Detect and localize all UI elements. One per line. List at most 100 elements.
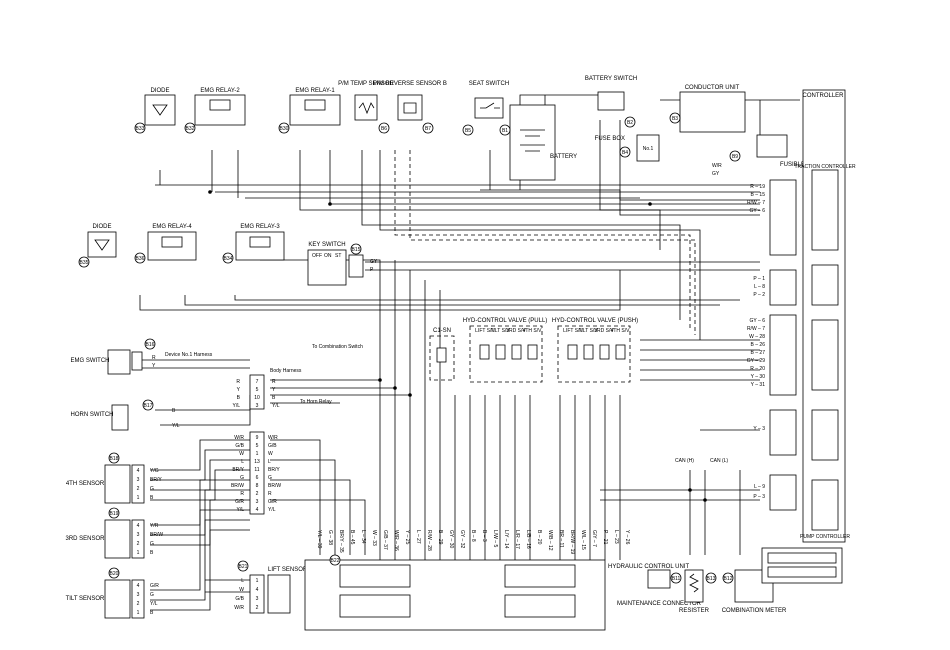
hcu-t-28: Y – 26 (624, 530, 630, 545)
sb-0-p: 9 (256, 435, 259, 441)
s4-pin-0: 4 (137, 468, 140, 474)
sensor-tilt-label: TILT SENSOR (66, 596, 105, 602)
controller-label: CONTROLLER (802, 93, 844, 99)
hcu-t-10: R/W – 28 (426, 530, 432, 551)
fuse-box: FUSE BOX No.1 B4 (595, 134, 660, 162)
sb-2-l: W (239, 451, 244, 457)
pm-reverse-sensor-connector: B7 (425, 126, 431, 132)
hcu-t-15: B – 3 (481, 530, 487, 542)
key-switch: KEY SWITCH OFF ON ST B15 GY P (307, 242, 378, 286)
hcu-t-7: W/R – 36 (393, 530, 399, 551)
emg-relay-3-connector: B34 (224, 256, 233, 262)
key-pos-on: ON (324, 253, 332, 259)
emg-relay-4-connector: B36 (136, 256, 145, 262)
bh-0-left: R (236, 379, 240, 385)
ct-pump-3: B – 26 (751, 342, 766, 348)
sb-3-l: L (241, 459, 244, 465)
emg-wire-r: R (152, 355, 156, 361)
emg-relay-3: EMG RELAY-3 B34 (222, 224, 285, 264)
sb-1-r: G/B (268, 443, 277, 449)
s4-pin-3: 1 (137, 495, 140, 501)
sl-pin-3: 2 (256, 605, 259, 611)
ct-can-1: P – 3 (753, 494, 765, 500)
bh-3-pin: 3 (256, 403, 259, 409)
sb-9-r: Y/L (268, 507, 276, 513)
pm-reverse-sensor: P/M REVERSE SENSOR B B7 (373, 81, 447, 134)
battery-connector: B1 (502, 128, 508, 134)
bh-3-left: Y/L (232, 403, 240, 409)
fuse-box-label: FUSE BOX (595, 136, 625, 142)
hcu-t-17: L/Y – 14 (503, 530, 509, 549)
sl-pin-1: 4 (256, 587, 259, 593)
meter-connector-block (761, 547, 843, 584)
wire-network (139, 94, 800, 611)
ct-pump-8: Y – 31 (751, 382, 766, 388)
emg-relay-4: EMG RELAY-4 B36 (134, 224, 197, 264)
sl-wire-3: W/R (234, 605, 244, 611)
sb-6-r: BR/W (268, 483, 281, 489)
s4-wire-3: B (150, 495, 154, 501)
ct-pump-1: R/W – 7 (747, 326, 765, 332)
conductor-unit: CONDUCTOR UNIT B3 (669, 85, 746, 133)
fusible-wire-1: W/R (712, 163, 722, 169)
hcu-t-4: L – 34 (360, 530, 366, 544)
hcu-t-5: W – 33 (371, 530, 377, 546)
hcu-t-27: L – 23 (613, 530, 619, 544)
ct-top-3: GY – 6 (750, 208, 766, 214)
sb-8-r: G/R (268, 499, 277, 505)
ct-mid-1: L – 8 (754, 284, 765, 290)
c1sn-label: C1-SN (433, 328, 451, 334)
diode-2: DIODE B35 (78, 224, 117, 268)
ct-pump-5: GY – 29 (747, 358, 765, 364)
s4-wire-2: G (150, 486, 154, 492)
lift-sensor-label: LIFT SENSOR (268, 567, 308, 573)
push-tilt-label: TILT S/V (578, 328, 598, 334)
battery-switch-connector: B2 (627, 120, 633, 126)
seat-switch-label: SEAT SWITCH (469, 81, 509, 87)
lift-sensor-connector: B21 (239, 564, 248, 570)
sl-wire-1: W (239, 587, 244, 593)
hcu-t-6: G/B – 37 (382, 530, 388, 550)
push-4th-label: 4TH S/V (611, 328, 631, 334)
emg-switch-label: EMG SWITCH (71, 358, 110, 364)
st-pin-3: 1 (137, 610, 140, 616)
ct-pump-2: W – 28 (749, 334, 765, 340)
maintenance-connector-label: MAINTENANCE CONNECTOR (617, 601, 702, 607)
hcu-t-14: B – 8 (470, 530, 476, 542)
hcu-connector: B22 (331, 558, 340, 564)
ct-top-1: B – 15 (751, 192, 766, 198)
can-h-label: CAN (H) (675, 458, 694, 464)
pull-tilt-label: TILT S/V (490, 328, 510, 334)
ct-low-0: Y – 3 (753, 426, 765, 432)
bh-3-right: Y/L (272, 403, 280, 409)
hcu-t-0: Y/L – 39 (316, 530, 322, 549)
emg-relay-1-connector: B30 (280, 126, 289, 132)
diode-2-label: DIODE (92, 224, 111, 230)
hcu-t-3: B – 45 (349, 530, 355, 545)
device-harness-label: Device No.1 Harness (165, 352, 213, 358)
pm-temp-sensor-connector: B6 (381, 126, 387, 132)
hcu-t-18: L/R – 17 (514, 530, 520, 549)
s4-pin-2: 2 (137, 486, 140, 492)
emg-relay-2-connector: B32 (186, 126, 195, 132)
diode-1-connector: B33 (136, 126, 145, 132)
hcu-t-23: BR/W – 19 (569, 530, 575, 554)
key-pos-st: ST (335, 253, 341, 259)
fuse-box-connector: B4 (622, 150, 628, 156)
push-lift-label: LIFT S/V (563, 328, 583, 334)
hcu-t-26: P – 21 (602, 530, 608, 545)
resister-label: RESISTER (679, 608, 710, 614)
sb-8-l: G/R (235, 499, 244, 505)
sb-6-p: 8 (256, 483, 259, 489)
bh-2-left: B (237, 395, 241, 401)
sb-7-p: 2 (256, 491, 259, 497)
c1-sn-valve: C1-SN (429, 328, 455, 381)
pump-controller-label: PUMP CONTROLLER (800, 534, 850, 540)
valve-pull-title: HYD-CONTROL VALVE (PULL) (463, 318, 548, 324)
ct-mid-0: P – 1 (753, 276, 765, 282)
hcu-t-20: B – 20 (536, 530, 542, 545)
sb-9-p: 4 (256, 507, 259, 513)
sb-4-r: BR/Y (268, 467, 280, 473)
hcu-t-2: BR/Y – 35 (338, 530, 344, 553)
combination-meter-label: COMBINATION METER (722, 608, 787, 614)
